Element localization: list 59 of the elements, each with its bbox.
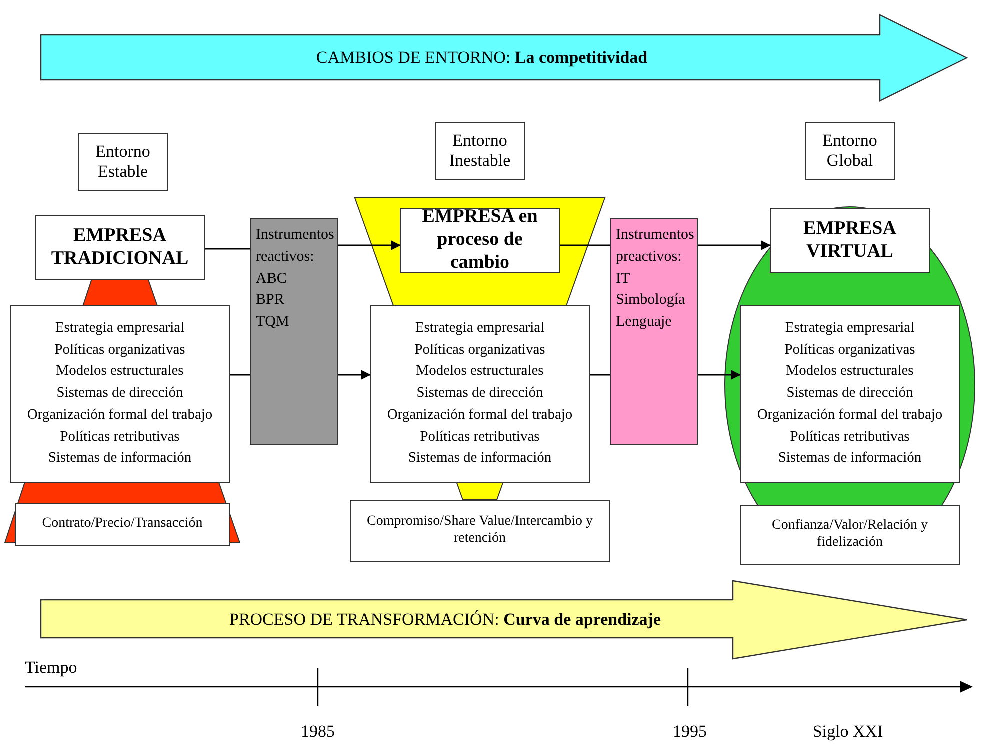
- list-item: Políticas organizativas: [784, 340, 916, 360]
- instrument-box: [250, 218, 338, 445]
- instrument-box: [610, 218, 698, 445]
- connector-line: [590, 374, 610, 376]
- list-item: Modelos estructurales: [56, 362, 184, 382]
- list-item: Modelos estructurales: [416, 362, 544, 382]
- list-item: Sistemas de dirección: [416, 384, 544, 404]
- banner-text: PROCESO DE TRANSFORMACIÓN: Curva de aprendizaje: [229, 610, 661, 630]
- relation-box: Contrato/Precio/Transacción: [15, 503, 230, 546]
- connector-line: [230, 374, 250, 376]
- environment-box: Entorno Inestable: [435, 122, 525, 180]
- connector-line: [560, 244, 610, 246]
- list-item: Organización formal del trabajo: [757, 406, 943, 425]
- instrument-text: ABC: [256, 270, 287, 288]
- list-item: Políticas organizativas: [414, 340, 546, 360]
- list-item: Modelos estructurales: [786, 362, 914, 382]
- banner-text: CAMBIOS DE ENTORNO: La competitividad: [316, 48, 648, 68]
- arrow: [338, 240, 401, 250]
- company-box: EMPRESA TRADICIONAL: [35, 215, 205, 280]
- list-item: Estrategia empresarial: [415, 318, 545, 338]
- list-box: [740, 305, 960, 483]
- environment-box: Entorno Estable: [78, 133, 168, 191]
- instrument-text: Lenguaje: [616, 313, 672, 332]
- list-item: Organización formal del trabajo: [27, 406, 213, 425]
- list-item: Sistemas de información: [778, 449, 922, 468]
- connector-line: [205, 248, 250, 250]
- instrument-text: BPR: [256, 291, 284, 310]
- list-item: Políticas retributivas: [420, 428, 540, 447]
- list-item: Políticas retributivas: [60, 428, 180, 447]
- arrow: [698, 240, 771, 250]
- list-item: Sistemas de información: [408, 449, 552, 468]
- list-item: Políticas organizativas: [54, 340, 186, 360]
- list-item: Organización formal del trabajo: [387, 406, 573, 425]
- banner-arrow: [40, 580, 968, 660]
- list-item: Sistemas de dirección: [56, 384, 184, 404]
- list-item: Sistemas de dirección: [786, 384, 914, 404]
- instrument-text: Instrumentos reactivos:: [256, 226, 334, 267]
- company-box: EMPRESA VIRTUAL: [770, 208, 930, 273]
- banner-arrow: [40, 14, 968, 102]
- list-item: Estrategia empresarial: [785, 318, 915, 338]
- tick-label: 1995: [673, 722, 707, 742]
- list-item: Políticas retributivas: [790, 428, 910, 447]
- list-box: [10, 305, 230, 483]
- instrument-text: IT: [616, 270, 630, 288]
- tick-label: 1985: [301, 722, 335, 742]
- instrument-text: TQM: [256, 313, 290, 332]
- arrow: [338, 370, 371, 380]
- instrument-text: Simbología: [616, 291, 686, 310]
- environment-box: Entorno Global: [805, 122, 895, 180]
- list-item: Sistemas de información: [48, 449, 192, 468]
- company-box: EMPRESA en proceso de cambio: [400, 208, 560, 273]
- tick-label: Siglo XXI: [812, 722, 884, 742]
- relation-box: Confianza/Valor/Relación y fidelización: [740, 505, 960, 565]
- instrument-text: Instrumentos preactivos:: [616, 226, 694, 267]
- relation-box: Compromiso/Share Value/Intercambio y retención: [350, 500, 610, 562]
- axis-title: Tiempo: [25, 658, 78, 678]
- list-box: [370, 305, 590, 483]
- list-item: Estrategia empresarial: [55, 318, 185, 338]
- arrow: [698, 370, 741, 380]
